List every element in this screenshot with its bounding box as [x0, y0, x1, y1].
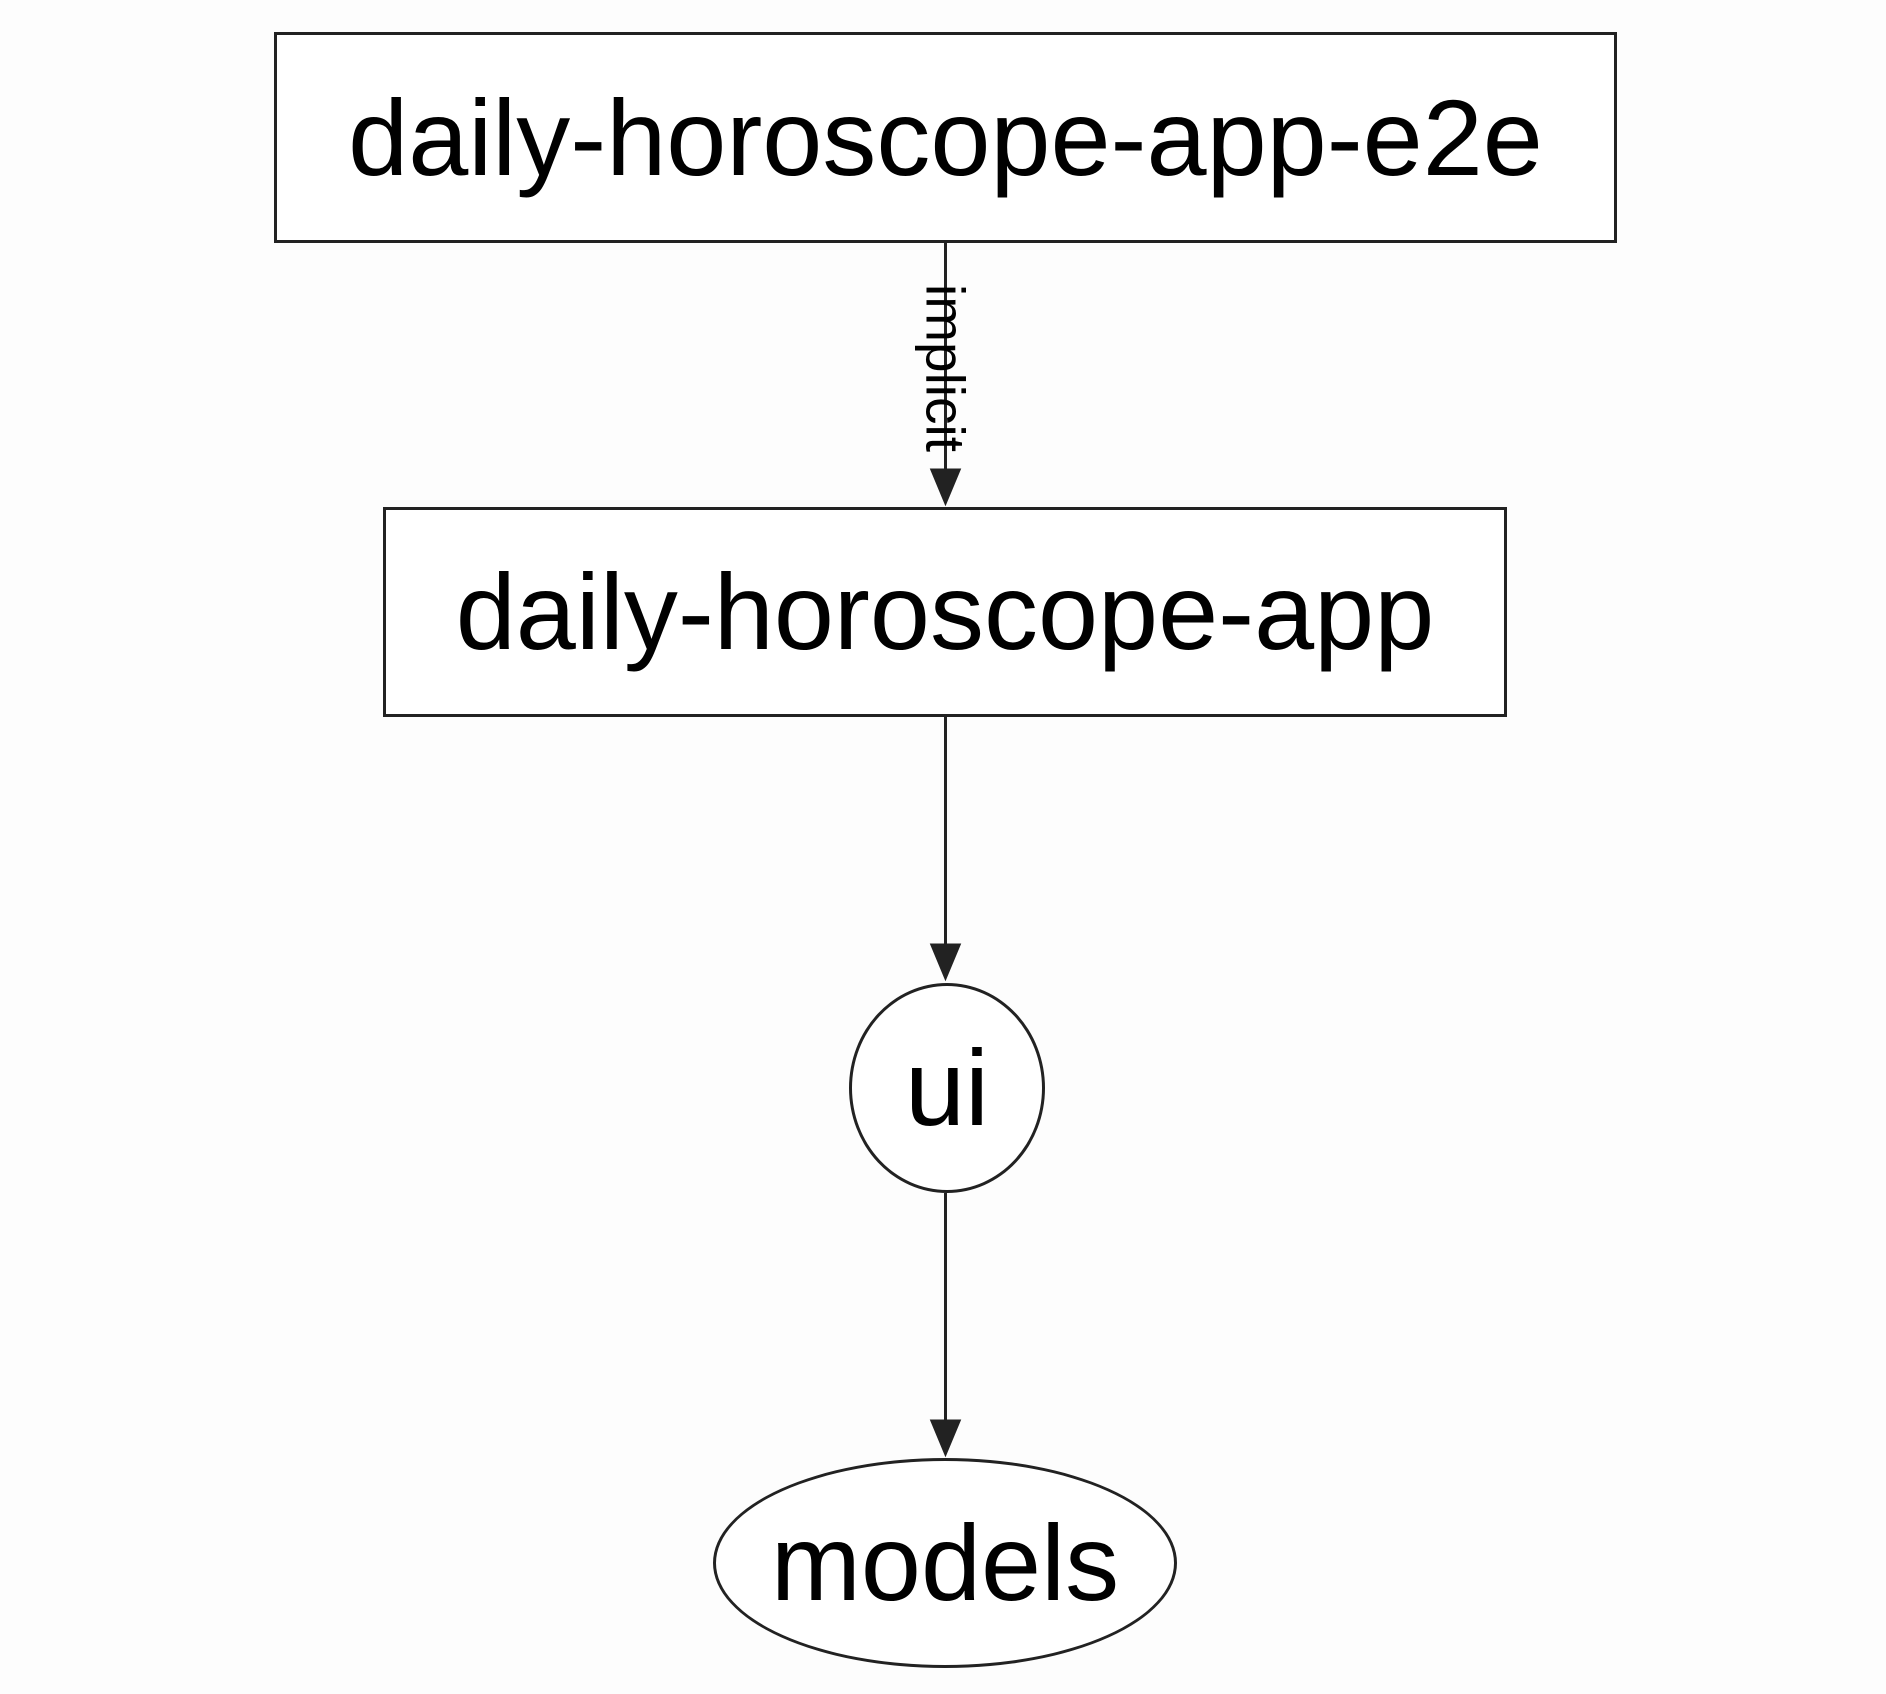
node-daily-horoscope-app-e2e[interactable]: daily-horoscope-app-e2e: [274, 32, 1617, 243]
node-daily-horoscope-app[interactable]: daily-horoscope-app: [383, 507, 1507, 717]
node-ui[interactable]: ui: [849, 983, 1045, 1193]
edge-e2e-to-app: [929, 243, 962, 507]
arrowhead-down-icon: [929, 468, 962, 507]
node-label: daily-horoscope-app-e2e: [348, 76, 1543, 198]
edge-app-to-ui: [929, 717, 962, 982]
edge-ui-to-models: [929, 1193, 962, 1458]
arrowhead-down-icon: [929, 1419, 962, 1458]
arrowhead-down-icon: [929, 943, 962, 982]
node-label: daily-horoscope-app: [455, 551, 1435, 672]
node-models[interactable]: models: [713, 1458, 1177, 1668]
edge-label-implicit: implicit: [914, 283, 977, 453]
node-label: ui: [904, 1027, 990, 1148]
node-label: models: [770, 1502, 1120, 1623]
